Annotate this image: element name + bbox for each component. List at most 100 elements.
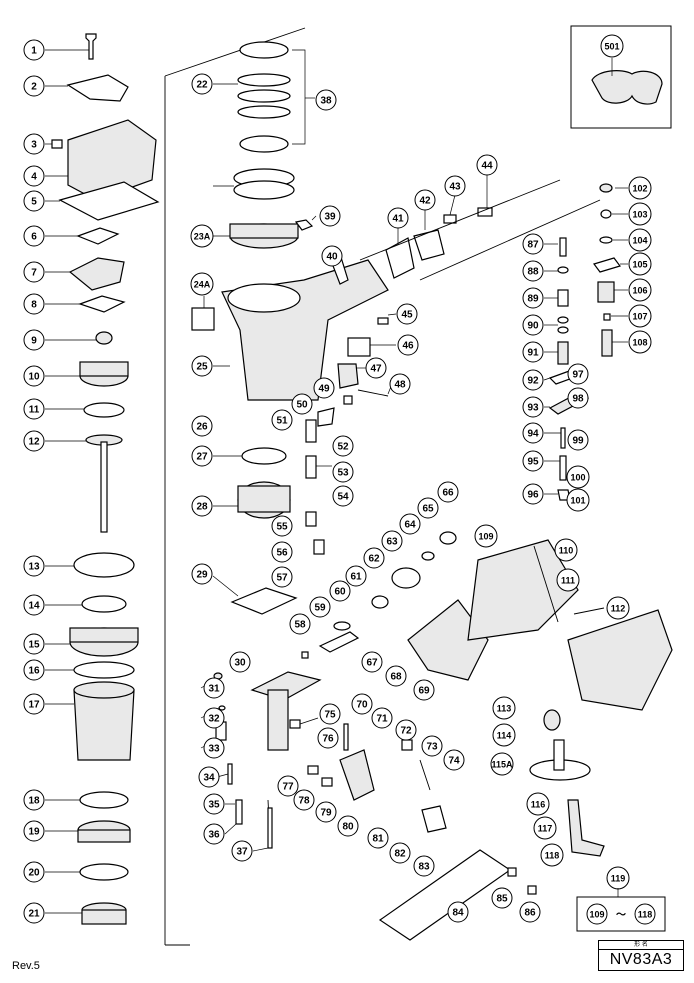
part-number: 8: [31, 300, 37, 311]
callout-circle: [365, 357, 387, 379]
cylinder-part-17: [73, 689, 135, 761]
callout-circle: [389, 373, 411, 395]
callout-circle: [191, 495, 213, 517]
part-number: 13: [28, 562, 40, 573]
callout-103: 103: [628, 202, 652, 226]
callout-circle: [231, 840, 253, 862]
callout-circle: [229, 651, 251, 673]
callout-40: 40: [321, 245, 343, 267]
callout-501: 501: [600, 34, 624, 58]
callout-63: 63: [381, 530, 403, 552]
callout-102: 102: [628, 176, 652, 200]
part-number: 57: [276, 573, 288, 584]
callout-118: 118: [540, 843, 564, 867]
callout-circle: [271, 409, 293, 431]
part-number: 69: [418, 686, 430, 697]
callout-circle: [413, 679, 435, 701]
callout-circle: [191, 445, 213, 467]
part-number: 61: [350, 572, 362, 583]
kit-range: 109 ～ 118: [586, 903, 656, 925]
callout-39: 39: [319, 205, 341, 227]
title-block-header: 形 名: [599, 941, 683, 950]
part-number: 93: [527, 403, 539, 414]
callout-88: 88: [522, 260, 544, 282]
callout-45: 45: [396, 303, 418, 325]
callout-circle: [190, 272, 214, 296]
callout-106: 106: [628, 278, 652, 302]
callout-circle: [271, 566, 293, 588]
callout-circle: [444, 175, 466, 197]
callout-76: 76: [317, 727, 339, 749]
part-number: 88: [527, 267, 539, 278]
part-number: 501: [604, 42, 619, 52]
callout-circle: [309, 596, 331, 618]
part-number: 77: [282, 782, 294, 793]
part-number: 75: [324, 710, 336, 721]
callout-circle: [332, 435, 354, 457]
part-number: 97: [572, 370, 584, 381]
part-number: 54: [337, 492, 349, 503]
callout-circle: [522, 450, 544, 472]
top-cover-part-4: [67, 119, 157, 201]
callout-circle: [556, 568, 580, 592]
callout-35: 35: [203, 793, 225, 815]
part-number: 1: [31, 46, 37, 57]
callout-56: 56: [271, 541, 293, 563]
callout-38: 38: [315, 89, 337, 111]
callout-25: 25: [191, 355, 213, 377]
callout-24A: 24A: [190, 272, 214, 296]
part-number: 73: [426, 742, 438, 753]
piston-rod-part-12: [100, 441, 108, 533]
callout-circle: [313, 377, 335, 399]
callout-85: 85: [491, 887, 513, 909]
part-number: 111: [561, 576, 575, 586]
callout-34: 34: [198, 766, 220, 788]
callout-96: 96: [522, 483, 544, 505]
callout-119: 119: [606, 866, 630, 890]
callout-3: 3: [23, 133, 45, 155]
part-number: 41: [392, 214, 404, 225]
callout-23A: 23A: [190, 224, 214, 248]
part-number: 50: [296, 400, 308, 411]
callout-71: 71: [371, 707, 393, 729]
callout-circle: [345, 565, 367, 587]
callout-circle: [23, 633, 45, 655]
part-number: 95: [527, 457, 539, 468]
callout-97: 97: [567, 363, 589, 385]
callout-87: 87: [522, 233, 544, 255]
callout-62: 62: [363, 547, 385, 569]
bracket-part-69: [407, 599, 489, 681]
part-number: 20: [28, 868, 40, 879]
guard-part-112: [567, 609, 673, 711]
part-number: 117: [538, 824, 553, 834]
callout-circle: [23, 659, 45, 681]
callout-circle: [413, 855, 435, 877]
callout-circle: [492, 696, 516, 720]
callout-90: 90: [522, 314, 544, 336]
part-number: 86: [524, 908, 536, 919]
callout-circle: [628, 252, 652, 276]
part-number: 104: [632, 236, 647, 246]
callout-4: 4: [23, 165, 45, 187]
callout-circle: [490, 752, 514, 776]
callout-circle: [191, 563, 213, 585]
callout-64: 64: [399, 513, 421, 535]
callout-78: 78: [293, 789, 315, 811]
callout-16: 16: [23, 659, 45, 681]
callout-circle: [567, 387, 589, 409]
callout-circle: [198, 766, 220, 788]
callout-circle: [23, 861, 45, 883]
part-number: 116: [531, 800, 546, 810]
callout-17: 17: [23, 693, 45, 715]
part-number: 9: [31, 336, 37, 347]
part-number: 22: [196, 80, 208, 91]
callout-circle: [203, 823, 225, 845]
part-number: 71: [376, 714, 388, 725]
callout-99: 99: [567, 429, 589, 451]
part-number: 60: [334, 587, 346, 598]
callout-circle: [23, 398, 45, 420]
callout-circle: [319, 205, 341, 227]
callout-79: 79: [315, 801, 337, 823]
callout-circle: [289, 613, 311, 635]
